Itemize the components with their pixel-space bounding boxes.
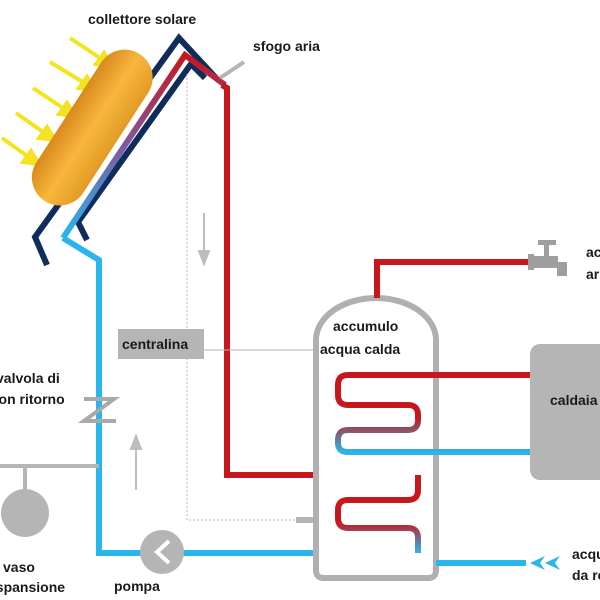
expansion-vessel-label-line2: espansione bbox=[0, 579, 66, 595]
sun-ray bbox=[14, 111, 59, 143]
expansion-vessel bbox=[1, 489, 49, 537]
boiler bbox=[530, 344, 600, 480]
tank-label-line2: acqua calda bbox=[320, 341, 401, 357]
inlet-arrow-icon bbox=[530, 556, 560, 570]
tap-icon bbox=[528, 240, 567, 276]
hot-water-outlet-pipe bbox=[374, 259, 530, 298]
boiler-coil bbox=[335, 372, 530, 455]
hot-water-outlet-label-line2: aria bbox=[586, 266, 600, 282]
cold-return-pipe bbox=[61, 235, 418, 556]
solar-coil bbox=[335, 475, 421, 553]
pump bbox=[140, 530, 184, 574]
controller-box bbox=[118, 329, 204, 359]
pump-label: pompa bbox=[114, 578, 160, 594]
hot-water-outlet-label-line1: acqua bbox=[586, 244, 600, 260]
cold-water-inlet-label-line2: da rete bbox=[572, 567, 600, 583]
storage-tank bbox=[313, 295, 439, 581]
boiler-label: caldaia bbox=[550, 392, 598, 408]
sun-ray bbox=[0, 136, 43, 167]
collector-label: collettore solare bbox=[88, 11, 197, 27]
solar-collector-panel bbox=[31, 49, 153, 206]
collector-pipe bbox=[60, 50, 227, 240]
air-vent bbox=[218, 60, 246, 80]
tank-label-line1: accumulo bbox=[333, 318, 399, 334]
flow-arrow-down bbox=[197, 213, 211, 267]
controller-label: centralina bbox=[122, 336, 189, 352]
sensor-line-collector bbox=[186, 74, 300, 521]
expansion-vessel-label-line1: vaso bbox=[3, 559, 35, 575]
air-vent-label: sfogo aria bbox=[253, 38, 320, 54]
tank-sensor bbox=[296, 517, 316, 523]
check-valve bbox=[77, 397, 121, 423]
pump-arrow-icon bbox=[154, 539, 171, 565]
sun-ray bbox=[31, 86, 79, 119]
check-valve-label-line2: non ritorno bbox=[0, 391, 65, 407]
cold-water-inlet-label-line1: acqua bbox=[572, 546, 600, 562]
flow-arrow-up bbox=[129, 433, 143, 490]
check-valve-label-line1: valvola di bbox=[0, 370, 60, 386]
